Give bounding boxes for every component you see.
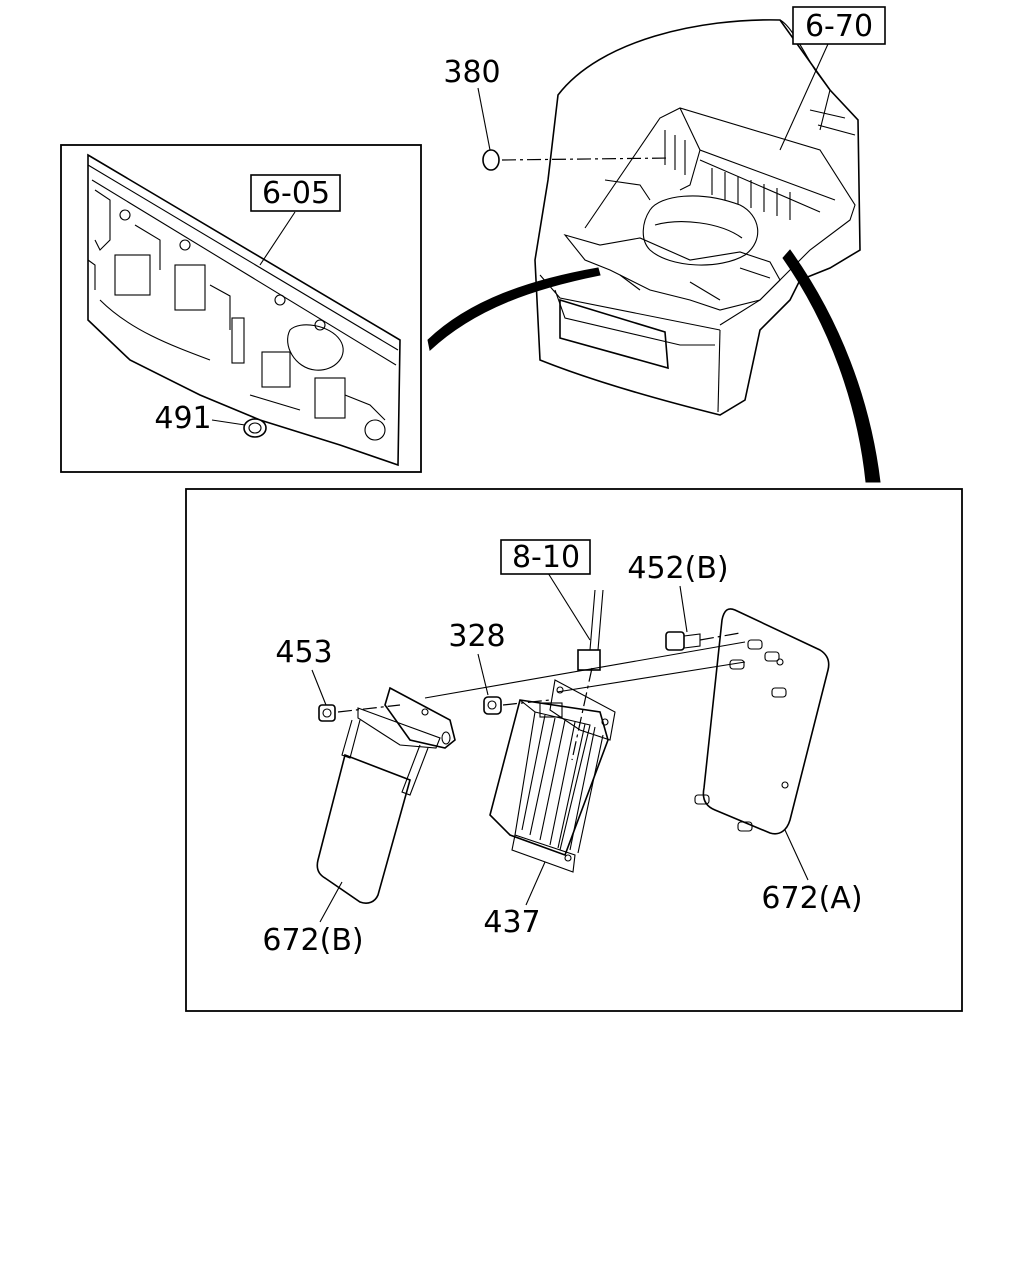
part-491-grommet xyxy=(243,418,267,438)
callout-label-672b: 672(B) xyxy=(262,923,363,958)
callout-672b: 672(B) xyxy=(262,881,364,958)
callout-453: 453 xyxy=(275,635,401,722)
ref-label-6-70: 6-70 xyxy=(805,9,873,44)
ref-label-6-05: 6-05 xyxy=(262,176,330,211)
connector-to-inset xyxy=(427,267,601,351)
ref-box-6-05[interactable]: 6-05 xyxy=(250,174,341,212)
callout-328: 328 xyxy=(448,619,551,715)
ref-box-8-10[interactable]: 8-10 xyxy=(500,539,591,575)
part-380-grommet xyxy=(482,149,500,171)
callout-label-452b: 452(B) xyxy=(627,551,728,586)
callout-437: 437 xyxy=(483,861,546,940)
part-672a-bracket xyxy=(694,608,830,835)
part-452b-bolt xyxy=(665,631,685,651)
detail-box xyxy=(185,488,963,1012)
callout-452b: 452(B) xyxy=(627,551,741,651)
dash-panel-inset xyxy=(60,144,422,473)
part-328-nut xyxy=(483,696,502,715)
ref-label-8-10: 8-10 xyxy=(512,540,580,575)
callout-label-672a: 672(A) xyxy=(761,881,862,916)
vehicle-cab-illustration xyxy=(534,19,861,416)
part-672b-plate xyxy=(316,686,456,904)
callout-label-491: 491 xyxy=(154,401,211,436)
part-453-nut xyxy=(318,704,336,722)
ref-box-6-70[interactable]: 6-70 xyxy=(792,6,886,45)
part-437-module xyxy=(489,589,616,873)
callout-label-453: 453 xyxy=(275,635,332,670)
callout-672a: 672(A) xyxy=(761,829,863,916)
callout-label-328: 328 xyxy=(448,619,505,654)
callout-label-380: 380 xyxy=(443,55,500,90)
callout-label-437: 437 xyxy=(483,905,540,940)
connector-to-detail xyxy=(782,249,881,483)
callout-380: 380 xyxy=(443,55,671,171)
callout-491: 491 xyxy=(154,401,267,438)
